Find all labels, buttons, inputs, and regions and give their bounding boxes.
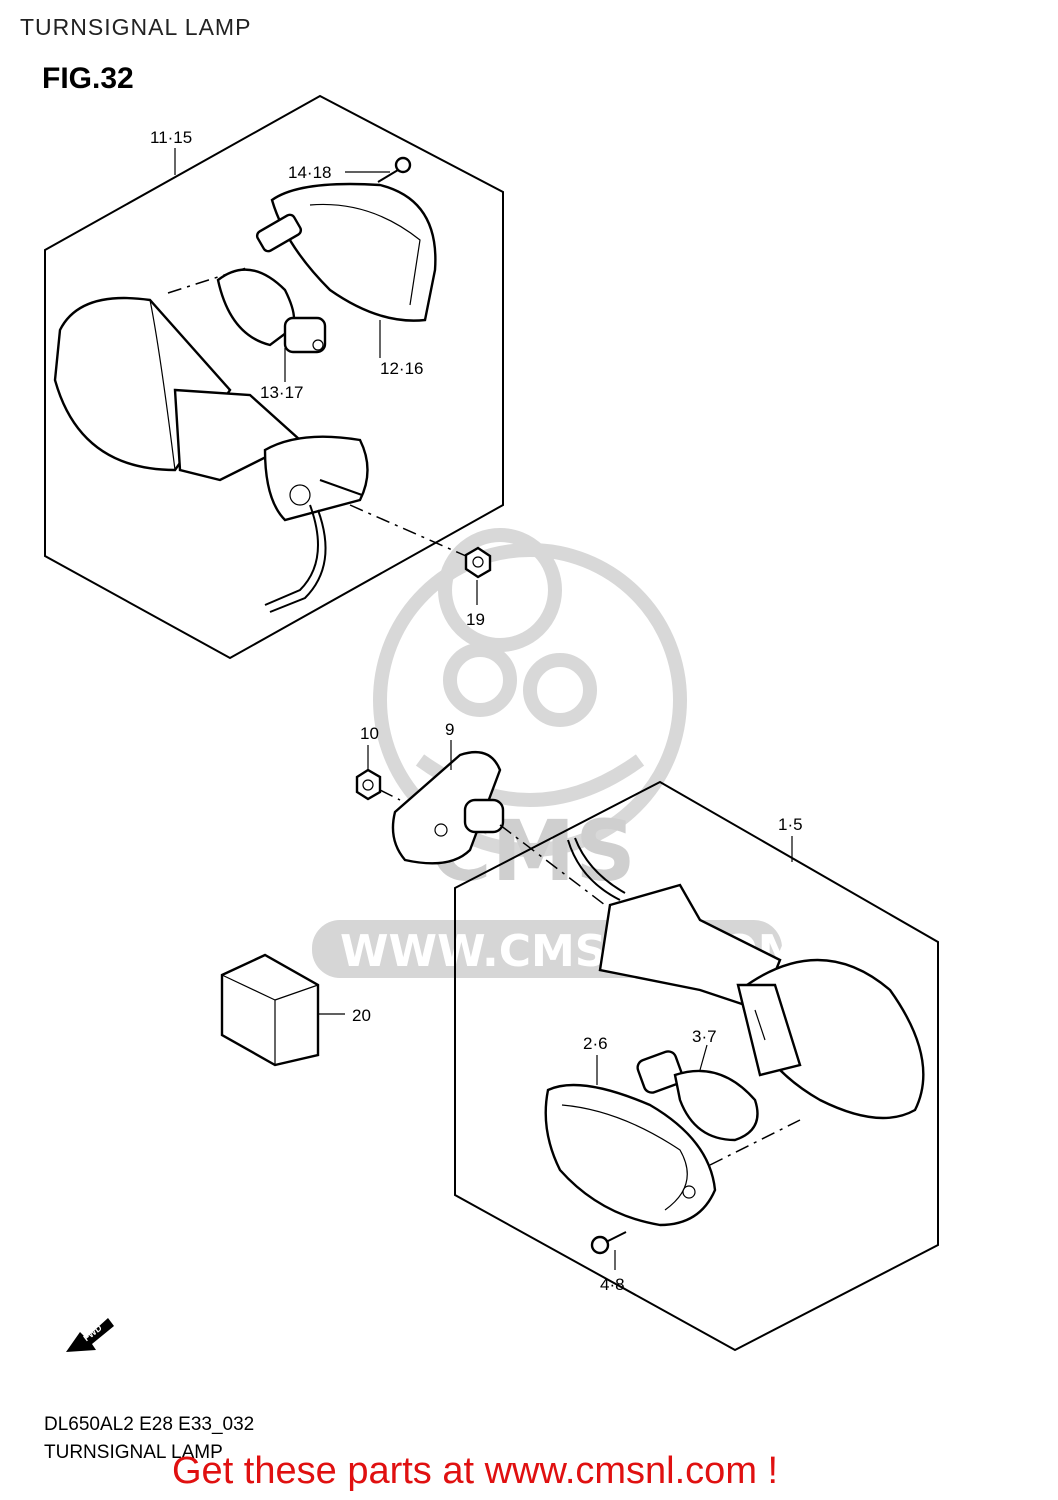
figure-label: FIG.32 (42, 62, 134, 95)
upper-lens (255, 182, 437, 322)
upper-screw (377, 156, 412, 183)
lower-lamp-body (567, 837, 925, 1120)
callout-12-16: 12·16 (380, 359, 423, 378)
callout-19: 19 (466, 610, 485, 629)
callout-10: 10 (360, 724, 379, 743)
callout-9: 9 (445, 720, 454, 739)
relay-20 (220, 953, 320, 1067)
lower-assembly-outline (454, 780, 939, 1352)
upper-assembly-outline (44, 94, 504, 660)
callout-3-7: 3·7 (692, 1027, 717, 1046)
alignment-lines (167, 267, 801, 1166)
callout-2-6: 2·6 (583, 1034, 608, 1053)
gasket-9 (391, 750, 505, 865)
nut-10 (355, 768, 382, 801)
lower-screw (590, 1231, 627, 1255)
callout-11-15: 11·15 (150, 128, 192, 147)
callout-4-8: 4·8 (600, 1275, 625, 1294)
lower-lens (544, 1083, 717, 1227)
fwd-arrow-icon: FWD (66, 1318, 114, 1352)
callout-13-17: 13·17 (260, 383, 303, 402)
callout-1-5: 1·5 (778, 815, 803, 834)
callout-20: 20 (352, 1006, 371, 1025)
callout-14-18: 14·18 (288, 163, 331, 182)
footer-title: TURNSIGNAL LAMP (44, 1442, 223, 1463)
watermark-logo: CMS WWW.CMSNL.COM (312, 528, 802, 978)
page-title: TURNSIGNAL LAMP (20, 14, 252, 40)
diagram-code: DL650AL2 E28 E33_032 (44, 1414, 255, 1435)
upper-bulb (216, 268, 327, 354)
lower-bulb (636, 1050, 759, 1142)
upper-nut (464, 546, 492, 579)
leader-lines (174, 148, 793, 1270)
promo-link[interactable]: Get these parts at www.cmsnl.com ! (172, 1450, 779, 1492)
upper-lamp-body (53, 296, 369, 613)
